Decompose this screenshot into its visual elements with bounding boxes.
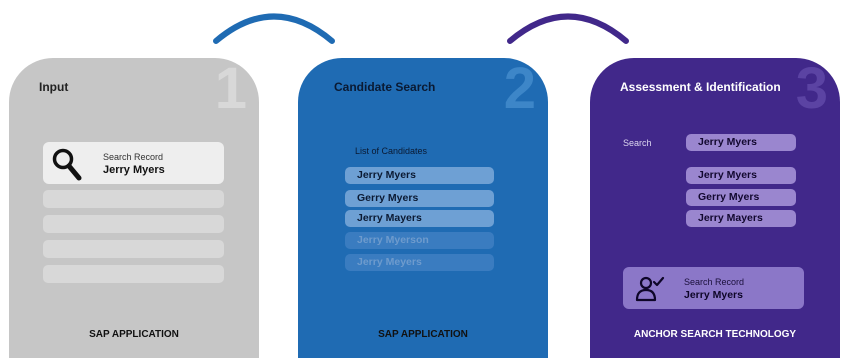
- connector-arc-2-3: [507, 13, 629, 44]
- person-check-icon: [635, 275, 665, 308]
- step-number: 2: [503, 58, 536, 121]
- result-name: Jerry Myers: [684, 289, 743, 301]
- search-icon: [51, 147, 83, 186]
- connector-arc-1-2: [213, 13, 335, 44]
- step-number: 1: [214, 58, 247, 121]
- search-label: Search: [623, 138, 652, 148]
- search-record-card: Search Record Jerry Myers: [43, 142, 224, 184]
- panel-footer: SAP APPLICATION: [89, 329, 179, 340]
- panel-title: Assessment & Identification: [620, 80, 781, 94]
- search-value: Jerry Myers: [686, 134, 796, 151]
- empty-row: [43, 265, 224, 283]
- assessment-panel: 3 Assessment & Identification Search Jer…: [590, 58, 840, 358]
- connector-arcs: [213, 13, 629, 44]
- record-name: Jerry Myers: [103, 164, 165, 176]
- panel-footer: SAP APPLICATION: [378, 329, 468, 340]
- panel-title: Input: [39, 80, 69, 94]
- candidate-item: Jerry Meyers: [345, 254, 494, 271]
- panel-title: Candidate Search: [334, 80, 436, 94]
- result-record-card: Search Record Jerry Myers: [623, 267, 804, 309]
- empty-row: [43, 190, 224, 208]
- result-label: Search Record: [684, 277, 745, 287]
- match-item: Jerry Mayers: [686, 210, 796, 227]
- empty-row: [43, 240, 224, 258]
- list-label: List of Candidates: [355, 146, 428, 156]
- match-item: Gerry Myers: [686, 189, 796, 206]
- candidate-item: Gerry Myers: [345, 190, 494, 207]
- step-number: 3: [795, 58, 828, 121]
- empty-row: [43, 215, 224, 233]
- panel-footer: ANCHOR SEARCH TECHNOLOGY: [633, 329, 797, 340]
- input-panel: 1 Input Search Record Jerry Myers SAP AP…: [9, 58, 259, 358]
- candidate-search-panel: 2 Candidate Search List of Candidates Je…: [298, 58, 548, 358]
- candidate-item: Jerry Mayers: [345, 210, 494, 227]
- record-label: Search Record: [103, 152, 164, 162]
- candidate-item: Jerry Myers: [345, 167, 494, 184]
- candidate-item: Jerry Myerson: [345, 232, 494, 249]
- match-item: Jerry Myers: [686, 167, 796, 184]
